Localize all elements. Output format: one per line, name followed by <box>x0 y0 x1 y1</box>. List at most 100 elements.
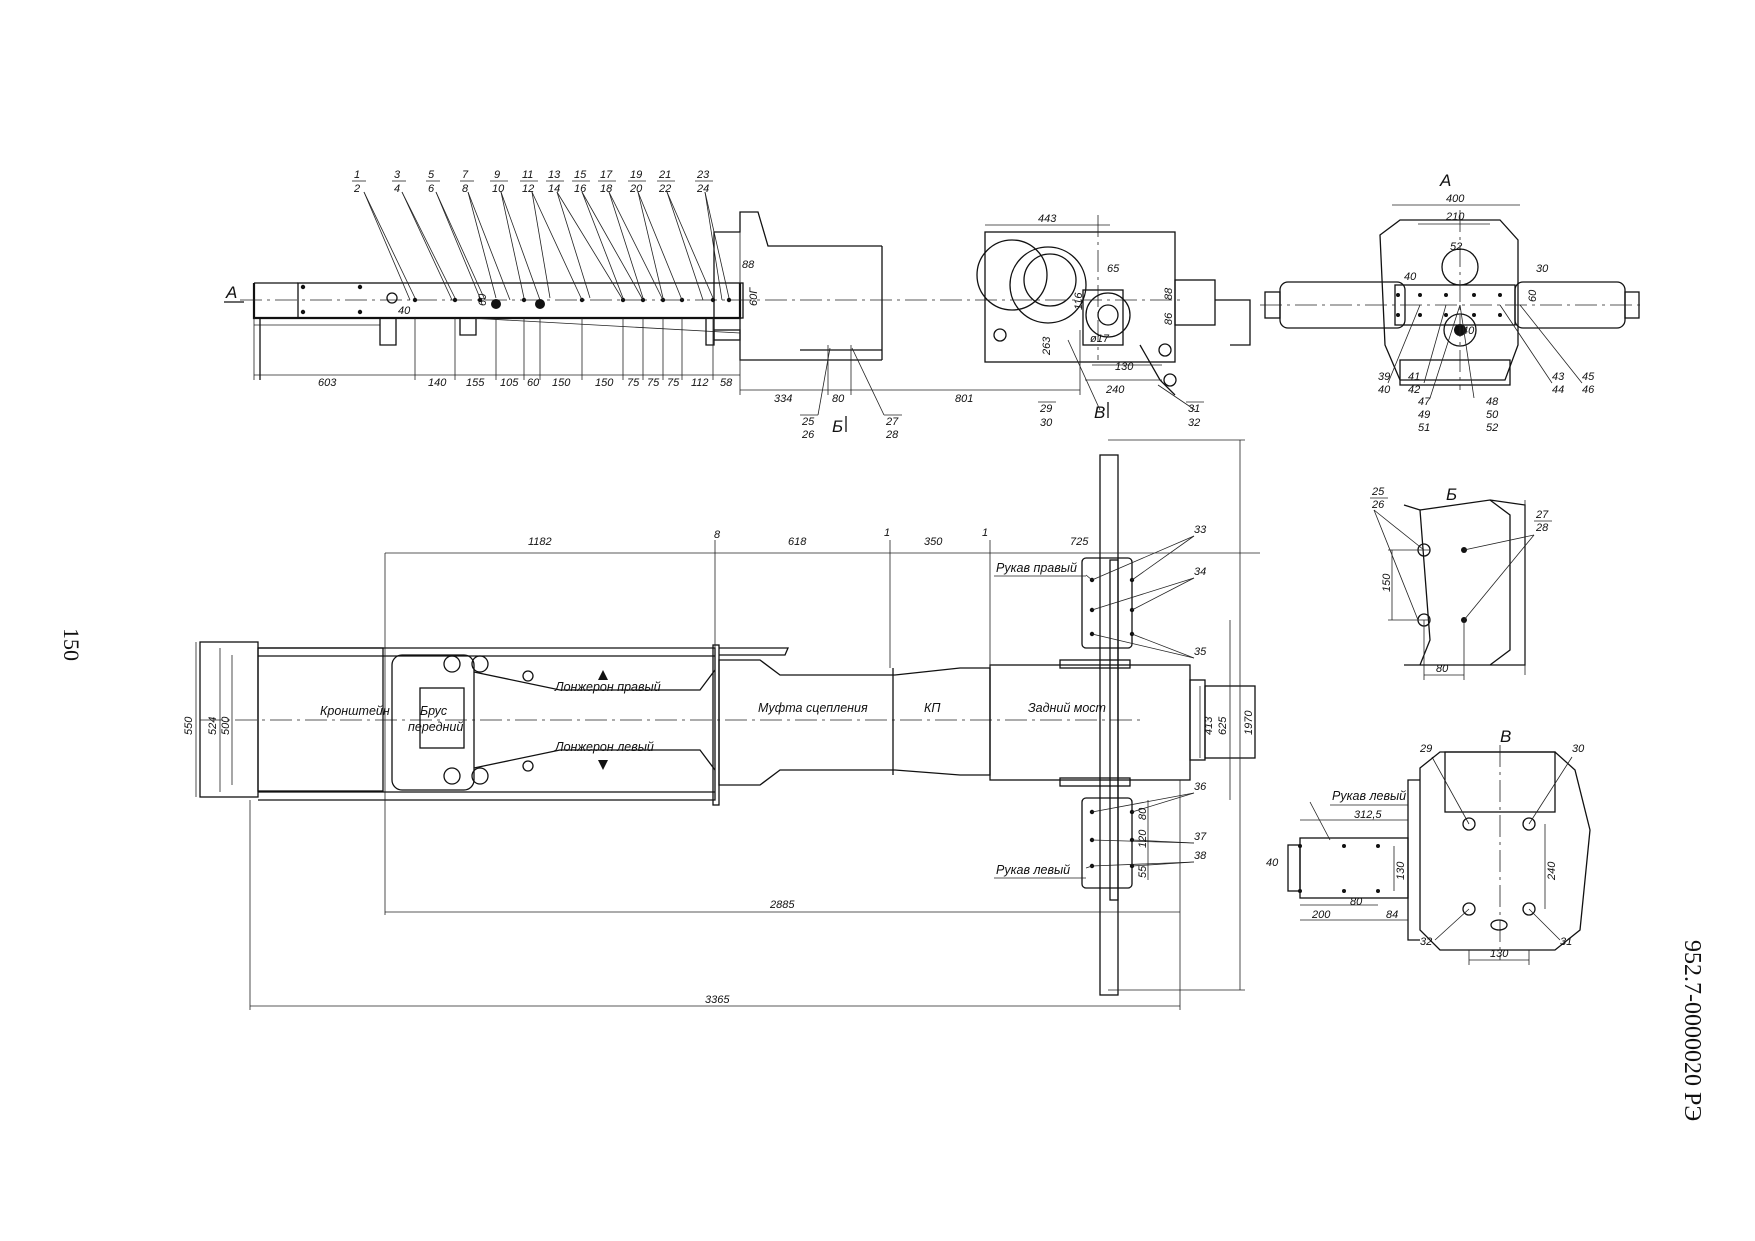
dim-label: 60 <box>1527 289 1539 302</box>
callout: 51 <box>1418 422 1430 434</box>
dim-label: 130 <box>1490 948 1509 960</box>
plan-view: 1182 8 618 1 350 1 725 550 524 500 413 6… <box>183 439 1260 1010</box>
view-a: А 400 210 52 40 30 60 40 <box>1260 171 1645 434</box>
callout: 36 <box>1194 781 1207 793</box>
front-beam-label: передний <box>408 720 463 734</box>
callout: 17 <box>600 169 613 181</box>
callout: 32 <box>1420 936 1432 948</box>
callout: 23 <box>696 169 710 181</box>
callout: 29 <box>1419 743 1432 755</box>
dim-label: 550 <box>183 716 195 735</box>
dim-label: 625 <box>1217 716 1229 735</box>
callout: 15 <box>574 169 587 181</box>
callout: 1 <box>354 169 360 181</box>
left-arm-label: Рукав левый <box>1332 789 1406 803</box>
dim-label: 40 <box>1266 857 1279 869</box>
callout: 16 <box>574 183 587 195</box>
callout: 46 <box>1582 384 1595 396</box>
callout: 10 <box>492 183 505 195</box>
dim-label: 1 <box>982 527 988 539</box>
callout: 43 <box>1552 371 1565 383</box>
dim-label: 603 <box>318 377 337 389</box>
dim-label: 240 <box>1105 384 1125 396</box>
callout: 4 <box>394 183 400 195</box>
callout: 40 <box>1378 384 1391 396</box>
dim-label: 40 <box>398 305 411 317</box>
callout: 33 <box>1194 524 1207 536</box>
callout: 5 <box>428 169 435 181</box>
dim-label: 1970 <box>1243 710 1255 735</box>
dim-label: 60 <box>527 377 540 389</box>
callout: 25 <box>801 416 815 428</box>
dim-label: 801 <box>955 393 973 405</box>
gearbox-label: КП <box>924 701 941 715</box>
callout: 47 <box>1418 396 1431 408</box>
page-number: 150 <box>59 628 84 661</box>
dim-label: 80 <box>1436 663 1449 675</box>
front-beam-label: Брус <box>420 704 448 718</box>
callout: 32 <box>1188 417 1200 429</box>
dim-label: 3365 <box>705 994 730 1006</box>
callout: 31 <box>1560 936 1572 948</box>
dim-label: 500 <box>220 716 232 735</box>
dim-label: 55 <box>1137 865 1149 878</box>
callout: 6 <box>428 183 435 195</box>
dim-label: 413 <box>1203 716 1215 735</box>
callout: 26 <box>801 429 815 441</box>
dim-label: 263 <box>1041 336 1053 356</box>
callout: 34 <box>1194 566 1206 578</box>
callout: 22 <box>658 183 671 195</box>
view-b: Б 25 26 27 28 150 80 <box>1370 485 1552 680</box>
dim-label: 80 <box>832 393 845 405</box>
document-code: 952.7-0000020 РЭ <box>1679 940 1705 1121</box>
view-b-title: Б <box>1446 485 1457 504</box>
callout: 31 <box>1188 403 1200 415</box>
callout: 21 <box>658 169 671 181</box>
dim-label: 75 <box>627 377 640 389</box>
dim-label: 130 <box>1395 861 1407 880</box>
view-v: В Рукав левый 312,5 4 <box>1266 727 1591 965</box>
callout: 41 <box>1408 371 1420 383</box>
bracket-label: Кронштейн <box>320 704 390 718</box>
dim-label: 2885 <box>769 899 795 911</box>
section-b-label: Б <box>832 417 843 436</box>
callout: 39 <box>1378 371 1390 383</box>
callout: 35 <box>1194 646 1207 658</box>
dim-label: 150 <box>552 377 571 389</box>
callout: 3 <box>394 169 401 181</box>
callout: 9 <box>494 169 500 181</box>
callout: 25 <box>1371 486 1385 498</box>
dim-label: 1182 <box>528 536 552 548</box>
callout: 24 <box>696 183 709 195</box>
left-spar-label: Лонжерон левый <box>554 740 654 754</box>
dim-label: 334 <box>774 393 792 405</box>
callout: 27 <box>885 416 899 428</box>
callout: 38 <box>1194 850 1207 862</box>
callout: 28 <box>885 429 899 441</box>
callout: 37 <box>1194 831 1207 843</box>
callout: 29 <box>1039 403 1052 415</box>
dim-label: 150 <box>595 377 614 389</box>
dim-label: 75 <box>647 377 660 389</box>
callout: 28 <box>1535 522 1549 534</box>
dim-label: 116 <box>1073 292 1085 310</box>
dim-label: 30 <box>1536 263 1549 275</box>
dim-label: 400 <box>1446 193 1465 205</box>
dim-label: 88 <box>742 259 755 271</box>
dim-label: 86 <box>1163 312 1175 325</box>
dim-label: 350 <box>924 536 943 548</box>
dim-label: 80 <box>1137 807 1149 820</box>
dim-label: 65 <box>1107 263 1120 275</box>
callout: 2 <box>353 183 360 195</box>
callout: 27 <box>1535 509 1549 521</box>
clutch-label: Муфта сцепления <box>758 701 868 715</box>
callout: 11 <box>522 169 533 181</box>
callout: 48 <box>1486 396 1499 408</box>
dim-label: 210 <box>1445 211 1465 223</box>
callout: 14 <box>548 183 560 195</box>
dim-label: 8 <box>714 529 721 541</box>
dim-label: 84 <box>1386 909 1398 921</box>
callout: 26 <box>1371 499 1385 511</box>
dim-label: ø17 <box>1090 333 1110 345</box>
